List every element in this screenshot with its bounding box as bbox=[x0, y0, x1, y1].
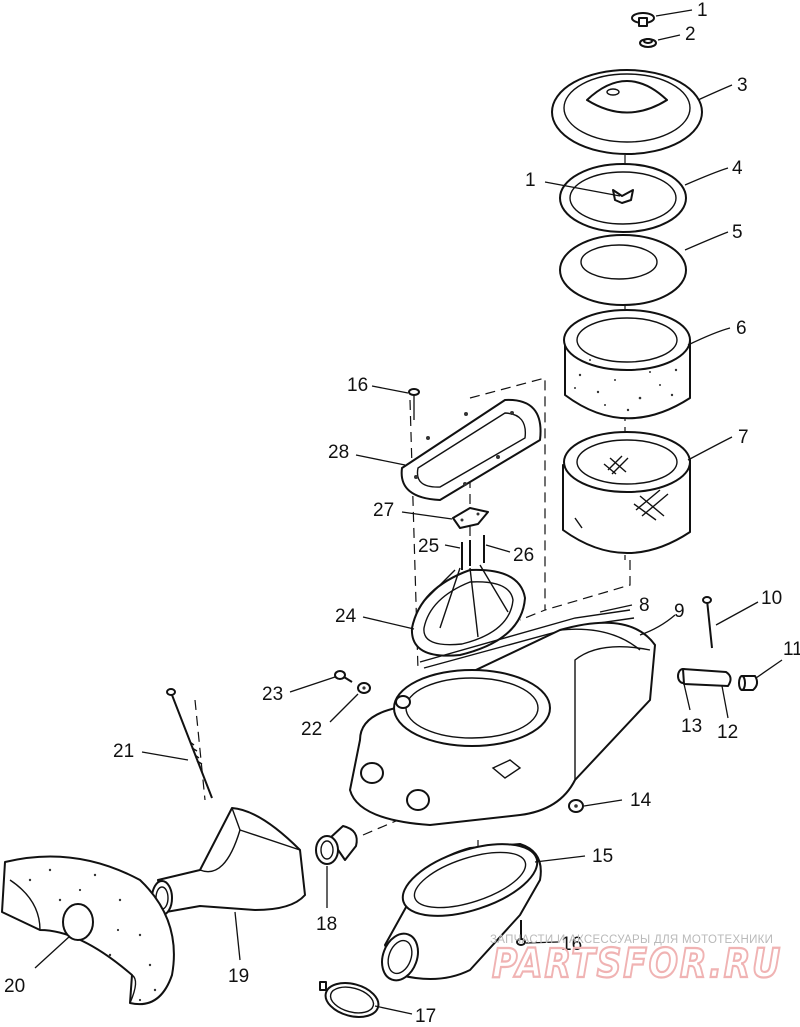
part-9-air-box bbox=[349, 621, 656, 826]
part-15-lower-duct bbox=[381, 843, 542, 982]
callout-13: 13 bbox=[681, 716, 702, 737]
callout-labels: 1 2 3 1 4 5 6 7 16 28 27 25 26 24 8 9 10… bbox=[4, 0, 800, 1027]
part-7-air-filter-element bbox=[562, 431, 691, 554]
part-1-wing-nut-top bbox=[631, 12, 655, 27]
callout-24: 24 bbox=[335, 606, 357, 627]
callout-7: 7 bbox=[738, 427, 749, 448]
part-5-filter-plate bbox=[559, 234, 687, 306]
part-10-screw bbox=[702, 596, 713, 649]
part-12-breather-hose bbox=[682, 668, 732, 687]
part-14-grommet bbox=[568, 799, 584, 813]
callout-8: 8 bbox=[639, 595, 650, 616]
callout-3: 3 bbox=[737, 75, 748, 96]
callout-14: 14 bbox=[630, 790, 652, 811]
callout-16-lower: 16 bbox=[561, 934, 582, 955]
callout-26: 26 bbox=[513, 545, 534, 566]
callout-18: 18 bbox=[316, 914, 337, 935]
callout-16-upper: 16 bbox=[347, 375, 368, 396]
callout-10: 10 bbox=[761, 588, 782, 609]
part-21-rod bbox=[166, 688, 213, 799]
watermark-caption: ЗАПЧАСТИ И АКСЕССУАРЫ ДЛЯ МОТОТЕХНИКИ bbox=[490, 934, 773, 946]
part-18-adapter bbox=[315, 825, 358, 865]
callout-23: 23 bbox=[262, 684, 283, 705]
callout-20: 20 bbox=[4, 976, 25, 997]
part-6-foam-prefilter bbox=[563, 309, 691, 420]
part-25-26-studs bbox=[461, 535, 485, 570]
part-19-intake-boot bbox=[151, 807, 306, 916]
callout-4: 4 bbox=[732, 158, 743, 179]
callout-12: 12 bbox=[717, 722, 738, 743]
part-2-washer bbox=[639, 38, 657, 48]
callout-6: 6 bbox=[736, 318, 747, 339]
part-17-clamp bbox=[319, 981, 380, 1018]
callout-28: 28 bbox=[328, 442, 349, 463]
part-27-bracket-plate bbox=[452, 507, 489, 529]
part-23-screw bbox=[334, 670, 353, 683]
callout-1-top: 1 bbox=[697, 0, 708, 21]
leader-lines bbox=[34, 9, 783, 1015]
part-16-screw-lower bbox=[516, 920, 526, 946]
watermark-logo: PARTSFOR.RU bbox=[492, 941, 782, 987]
callout-17: 17 bbox=[415, 1006, 436, 1027]
part-20-foam-shield bbox=[1, 855, 175, 1006]
callout-21: 21 bbox=[113, 741, 134, 762]
part-22-washer bbox=[357, 682, 371, 694]
callout-5: 5 bbox=[732, 222, 743, 243]
part-3-air-box-cover bbox=[551, 69, 703, 155]
part-1-wing-nut-middle bbox=[612, 189, 634, 204]
watermark: ЗАПЧАСТИ И АКСЕССУАРЫ ДЛЯ МОТОТЕХНИКИ PA… bbox=[490, 934, 782, 988]
air-box-mount-boss bbox=[395, 695, 411, 709]
callout-27: 27 bbox=[373, 500, 394, 521]
callout-15: 15 bbox=[592, 846, 613, 867]
callout-22: 22 bbox=[301, 719, 322, 740]
callout-9: 9 bbox=[674, 601, 685, 622]
callout-19: 19 bbox=[228, 966, 249, 987]
callout-25: 25 bbox=[418, 536, 439, 557]
callout-1-middle: 1 bbox=[525, 170, 536, 191]
callout-2: 2 bbox=[685, 24, 696, 45]
callout-11: 11 bbox=[783, 639, 800, 660]
part-11-hose-cap bbox=[738, 675, 759, 691]
part-28-flange-gasket bbox=[400, 398, 542, 501]
part-16-screw-upper bbox=[408, 388, 420, 420]
part-24-filter-cage bbox=[410, 564, 526, 657]
